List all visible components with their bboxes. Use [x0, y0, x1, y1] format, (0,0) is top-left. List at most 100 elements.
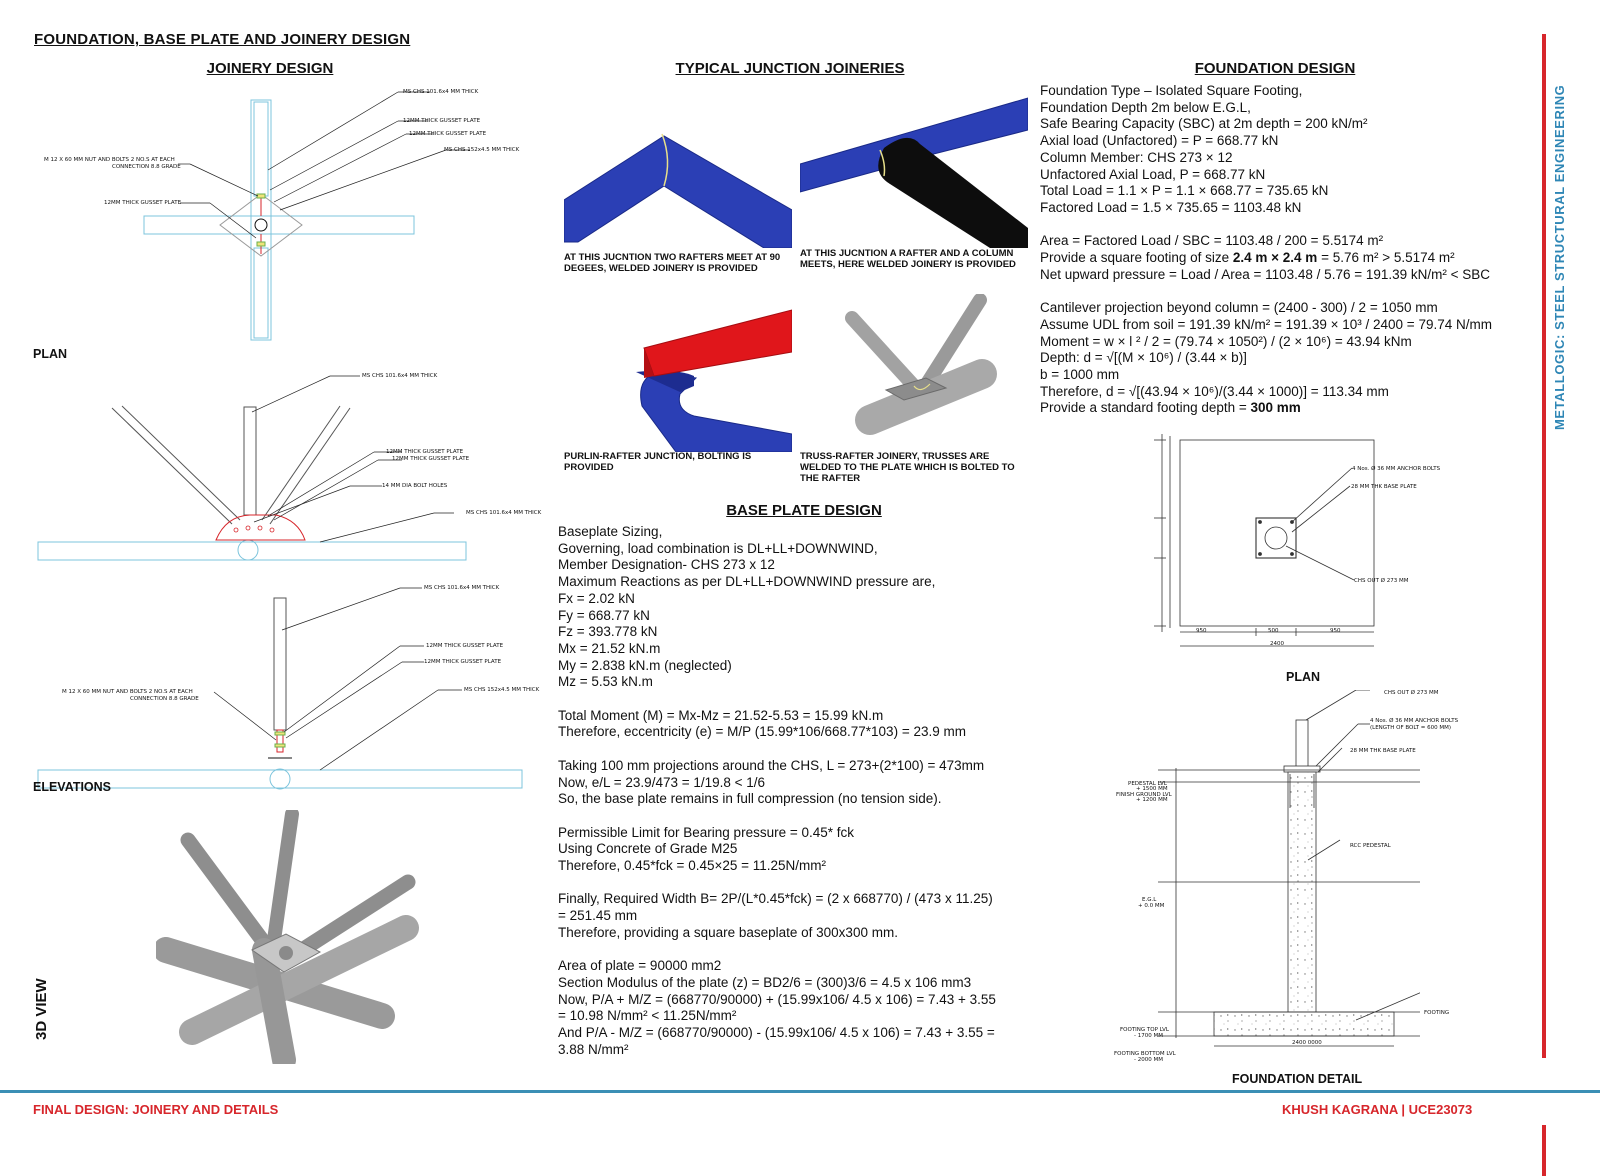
- foundation-heading: FOUNDATION DESIGN: [1194, 60, 1356, 77]
- elevations-label: ELEVATIONS: [33, 780, 112, 794]
- joinery-elevation-2-drawing: [37, 587, 523, 790]
- bp-line: Therefore, eccentricity (e) = M/P (15.99…: [558, 724, 966, 740]
- level-1: PEDESTAL LVL: [1128, 781, 1167, 787]
- bp-line: = 251.45 mm: [558, 908, 638, 924]
- junction-caption-1: AT THIS JUCNTION TWO RAFTERS MEET AT 90 …: [564, 252, 781, 274]
- elev2-note-4: M 12 X 60 MM NUT AND BOLTS 2 NO.S AT EAC…: [62, 689, 193, 695]
- bp-line: Permissible Limit for Bearing pressure =…: [558, 824, 854, 840]
- bp-line: Member Designation- CHS 273 x 12: [558, 557, 775, 573]
- fd-line: Therefore, d = √[(43.94 × 10⁶)/(3.44 × 1…: [1040, 383, 1389, 399]
- plan-note-2: 12MM THICK GUSSET PLATE: [403, 118, 481, 124]
- fplan-dim-2: 500: [1268, 628, 1279, 634]
- fd-line: Safe Bearing Capacity (SBC) at 2m depth …: [1040, 116, 1368, 132]
- junction-rafter-rafter-render: [564, 133, 792, 248]
- bp-line: [558, 942, 1038, 959]
- fd-line: Moment = w × l ² / 2 = (79.74 × 1050²) /…: [1040, 333, 1412, 349]
- fd-line: Axial load (Unfactored) = P = 668.77 kN: [1040, 133, 1279, 149]
- fplan-note-1: 4 Nos. Ø 36 MM ANCHOR BOLTS: [1352, 466, 1441, 472]
- elev2-note-3: 12MM THICK GUSSET PLATE: [424, 659, 502, 665]
- elev2-note-5: CONNECTION 8.8 GRADE: [130, 696, 199, 702]
- level-10: - 2000 MM: [1134, 1057, 1163, 1063]
- plan-note-3: 12MM THICK GUSSET PLATE: [409, 131, 487, 137]
- fd-line: Factored Load = 1.5 × 735.65 = 1103.48 k…: [1040, 199, 1302, 215]
- plan-note-4: MS CHS 152x4.5 MM THICK: [444, 147, 520, 153]
- foundation-detail-label: FOUNDATION DETAIL: [1232, 1072, 1363, 1086]
- junction-purlin-rafter-render: [636, 309, 792, 452]
- bp-line: Total Moment (M) = Mx-Mz = 21.52-5.53 = …: [558, 707, 884, 723]
- fplan-note-2: 28 MM THK BASE PLATE: [1351, 484, 1417, 490]
- fplan-dim-4: 2400: [1270, 641, 1284, 647]
- junction-truss-rafter-render: [845, 294, 997, 435]
- junction-caption-2: AT THIS JUCNTION A RAFTER AND A COLUMN M…: [800, 248, 1016, 270]
- elev2-note-1: MS CHS 101.6x4 MM THICK: [424, 585, 500, 591]
- side-title: METALLOGIC: STEEL STRUCTURAL ENGINEERING: [1552, 84, 1567, 430]
- elev1-note-5: MS CHS 101.6x4 MM THICK: [466, 510, 542, 516]
- fdetail-note-4: 28 MM THK BASE PLATE: [1350, 748, 1416, 754]
- elev1-note-1: MS CHS 101.6x4 MM THICK: [362, 373, 438, 379]
- foundation-detail-drawing: [1158, 690, 1420, 1047]
- foundation-plan-drawing: [1154, 434, 1375, 647]
- fdetail-note-2: 4 Nos. Ø 36 MM ANCHOR BOLTS: [1370, 718, 1459, 724]
- fdetail-note-3: (LENGTH OF BOLT = 600 MM): [1370, 725, 1452, 731]
- bp-line: [558, 875, 1038, 892]
- fplan-dim-3: 950: [1330, 628, 1341, 634]
- fplan-note-3: CHS OUT Ø 273 MM: [1354, 578, 1409, 584]
- elev2-note-2: 12MM THICK GUSSET PLATE: [426, 643, 504, 649]
- elev1-note-3: 12MM THICK GUSSET PLATE: [392, 456, 470, 462]
- fplan-dim-1: 950: [1196, 628, 1207, 634]
- level-6: + 0.0 MM: [1138, 903, 1165, 909]
- plan-note-5: M 12 X 60 MM NUT AND BOLTS 2 NO.S AT EAC…: [44, 157, 175, 163]
- footer-left-text: FINAL DESIGN: JOINERY AND DETAILS: [33, 1102, 279, 1117]
- fd-line: Assume UDL from soil = 191.39 kN/m² = 19…: [1040, 316, 1492, 332]
- view3d-label: 3D VIEW: [33, 978, 50, 1040]
- bp-line: Finally, Required Width B= 2P/(L*0.45*fc…: [558, 891, 993, 907]
- baseplate-calculations: Baseplate Sizing, Governing, load combin…: [558, 524, 1038, 1059]
- level-3: FINISH GROUND LVL: [1116, 792, 1172, 798]
- bp-line: Taking 100 mm projections around the CHS…: [558, 757, 985, 773]
- bp-line: Therefore, 0.45*fck = 0.45×25 = 11.25N/m…: [558, 858, 827, 874]
- joinery-3d-render: [156, 810, 432, 1064]
- bp-line: Mz = 5.53 kN.m: [558, 674, 653, 690]
- bp-line: [558, 691, 1038, 708]
- fd-line: [1040, 283, 1540, 300]
- bp-line: Fy = 668.77 kN: [558, 607, 650, 623]
- fd-line: Depth: d = √[(M × 10⁶) / (3.44 × b)]: [1040, 350, 1247, 366]
- fd-line: Net upward pressure = Load / Area = 1103…: [1040, 266, 1491, 282]
- fdetail-note-6: FOOTING: [1424, 1010, 1450, 1016]
- page-title: FOUNDATION, BASE PLATE AND JOINERY DESIG…: [34, 31, 411, 48]
- joinery-heading: JOINERY DESIGN: [206, 60, 334, 77]
- bp-line: Area of plate = 90000 mm2: [558, 958, 722, 974]
- fd-line: Provide a standard footing depth = 300 m…: [1040, 400, 1301, 416]
- bp-line: Maximum Reactions as per DL+LL+DOWNWIND …: [558, 574, 936, 590]
- fd-line: Foundation Type – Isolated Square Footin…: [1040, 83, 1303, 98]
- bp-line: Mx = 21.52 kN.m: [558, 640, 661, 656]
- bp-line: [558, 741, 1038, 758]
- footing-width-dim: 2400 0000: [1292, 1040, 1322, 1046]
- level-5: E.G.L: [1142, 897, 1157, 903]
- foundation-plan-label: PLAN: [1286, 670, 1321, 684]
- plan-note-1: MS CHS 101.6x4 MM THICK: [403, 89, 479, 95]
- fd-line: b = 1000 mm: [1040, 366, 1120, 382]
- bp-line: 3.88 N/mm²: [558, 1041, 629, 1057]
- fd-line: Area = Factored Load / SBC = 1103.48 / 2…: [1040, 233, 1384, 249]
- fd-line: Provide a square footing of size 2.4 m ×…: [1040, 250, 1455, 266]
- fd-line: Column Member: CHS 273 × 12: [1040, 149, 1233, 165]
- bp-line: Section Modulus of the plate (z) = BD2/6…: [558, 974, 972, 990]
- bp-line: Fx = 2.02 kN: [558, 590, 635, 606]
- level-4: + 1200 MM: [1136, 797, 1168, 803]
- elev1-note-4: 14 MM DIA BOLT HOLES: [382, 483, 448, 489]
- bp-line: = 10.98 N/mm² < 11.25N/mm²: [558, 1008, 737, 1024]
- bp-line: Therefore, providing a square baseplate …: [558, 924, 898, 940]
- bp-line: Now, P/A + M/Z = (668770/90000) + (15.99…: [558, 991, 996, 1007]
- bp-line: My = 2.838 kN.m (neglected): [558, 657, 732, 673]
- baseplate-heading: BASE PLATE DESIGN: [726, 502, 882, 519]
- joinery-plan-drawing: [143, 91, 470, 341]
- fd-line: Unfactored Axial Load, P = 668.77 kN: [1040, 166, 1266, 182]
- level-9: FOOTING BOTTOM LVL: [1114, 1051, 1176, 1057]
- plan-note-6: CONNECTION 8.8 GRADE: [112, 164, 181, 170]
- level-2: + 1500 MM: [1136, 786, 1168, 792]
- bp-line: Now, e/L = 23.9/473 = 1/19.8 < 1/6: [558, 774, 766, 790]
- level-8: - 1700 MM: [1134, 1033, 1163, 1039]
- bp-line: And P/A - M/Z = (668770/90000) - (15.99x…: [558, 1025, 995, 1041]
- elev2-note-6: MS CHS 152x4.5 MM THICK: [464, 687, 540, 693]
